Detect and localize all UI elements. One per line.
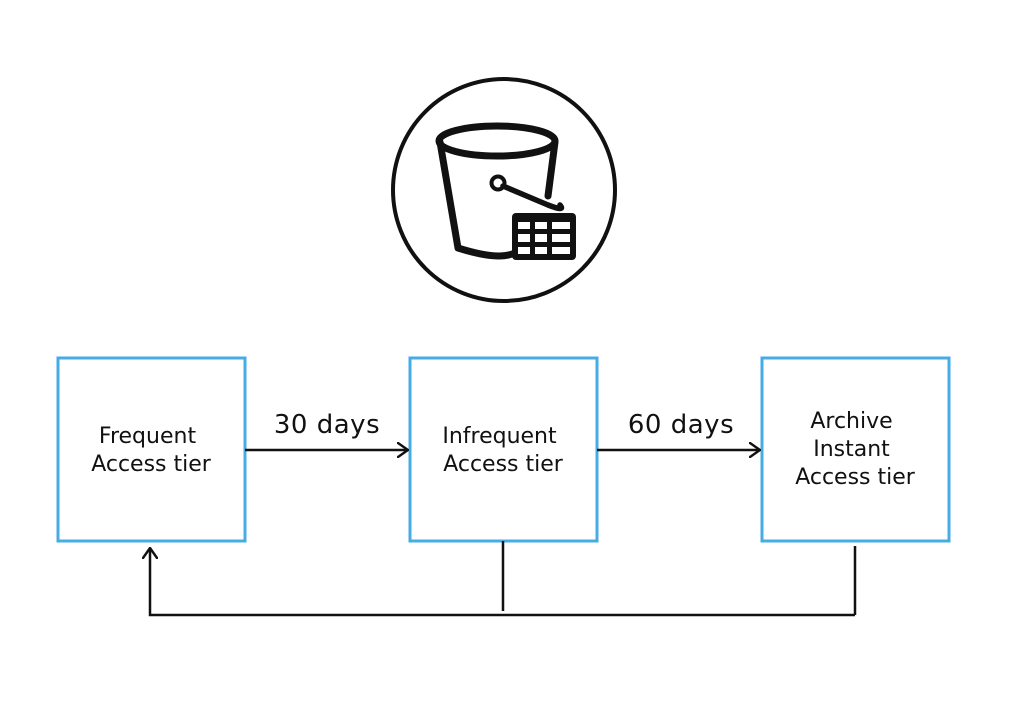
transition-frequent-to-infrequent: 30 days [245, 410, 408, 450]
transition-label: 30 days [274, 410, 380, 440]
tier-box-frequent: Frequent Access tier [56, 356, 247, 543]
tier-box-archive: Archive Instant Access tier [760, 356, 951, 543]
tier-label-line: Archive [810, 409, 892, 434]
bucket-handle-pivot [489, 174, 507, 192]
table-grid-icon [512, 213, 576, 260]
tier-label-line: Frequent [99, 424, 197, 449]
bucket-rim [435, 122, 559, 160]
tier-label-line: Instant [813, 437, 890, 462]
tier-label-line: Access tier [91, 452, 212, 477]
bucket-body-right [544, 138, 559, 200]
svg-text:Infrequent Access tier: Infrequent Access tier [442, 424, 563, 477]
svg-text:Archive Instant Ac: Archive Instant Access tier [795, 409, 916, 490]
return-arrow [150, 548, 855, 617]
tier-box-infrequent: Infrequent Access tier [408, 356, 599, 543]
tier-label-line: Infrequent [442, 424, 557, 449]
bucket-body [436, 138, 516, 260]
tier-label-line: Access tier [443, 452, 564, 477]
s3-bucket-with-table-icon [391, 77, 617, 303]
tier-label-line: Access tier [795, 465, 916, 490]
return-flow-to-frequent [150, 541, 857, 617]
transition-label: 60 days [628, 410, 734, 440]
transition-infrequent-to-archive: 60 days [597, 410, 760, 450]
svg-text:Frequent Access tier: Frequent Access tier [91, 424, 212, 477]
icon-circle [391, 77, 617, 303]
bucket-handle [500, 183, 565, 212]
